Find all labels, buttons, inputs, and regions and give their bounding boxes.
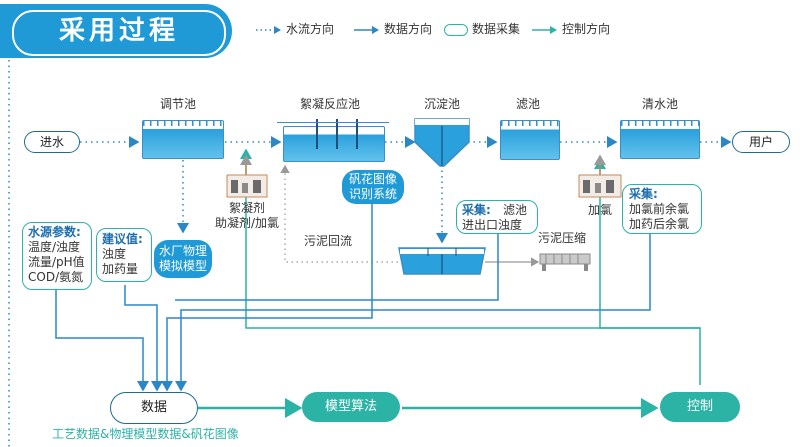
collect-filter-label: 采集: <box>462 203 491 217</box>
water-source-line3: COD/氨氮 <box>28 270 84 284</box>
legend: 水流方向 数据方向 数据采集 控制方向 <box>256 22 636 38</box>
sludge-return-label: 污泥回流 <box>304 234 353 248</box>
legend-data-flow-label: 数据方向 <box>384 22 433 36</box>
collect-filter-line1: 滤池 <box>503 203 528 217</box>
water-source-box: 水源参数: 温度/浊度 流量/pH值 COD/氨氮 <box>22 222 92 290</box>
regulating-tank <box>142 120 224 159</box>
regulating-tank-label: 调节池 <box>160 97 197 111</box>
plant-model-line1: 水厂物理 <box>158 244 207 258</box>
clear-water-tank-label: 清水池 <box>642 97 679 111</box>
bottom-caption: 工艺数据&物理模型数据&矾花图像 <box>52 427 239 441</box>
sludge-tank <box>398 247 486 275</box>
chlorine-label: 加氯 <box>587 203 612 217</box>
legend-data-collect-icon <box>444 24 468 36</box>
sedimentation-tank <box>414 118 470 167</box>
legend-data-flow-icon <box>354 26 379 34</box>
collect-filter-line2: 进出口浊度 <box>462 218 523 232</box>
plant-model-pill: 水厂物理 模拟模型 <box>154 240 212 278</box>
plant-model-line2: 模拟模型 <box>158 259 207 273</box>
suggest-box: 建议值: 浊度 加药量 <box>96 228 152 282</box>
collect-chlorine-line2: 加药后余氯 <box>629 217 690 231</box>
user-pill: 用户 <box>732 131 790 153</box>
sludge-press-label: 污泥压缩 <box>538 231 587 245</box>
suggest-line1: 浊度 <box>102 247 127 261</box>
data-lines <box>55 204 651 392</box>
floc-image-line1: 矾花图像 <box>348 172 397 186</box>
coagulant-label-1: 絮凝剂 <box>228 201 265 215</box>
flocculation-tank-label: 絮凝反应池 <box>300 97 361 111</box>
suggest-line2: 加药量 <box>102 262 139 276</box>
legend-water-flow-label: 水流方向 <box>286 22 335 36</box>
coagulant-label-2: 助凝剂/加氯 <box>214 216 280 230</box>
inlet-pill: 进水 <box>24 131 80 153</box>
legend-water-flow-icon <box>256 26 281 34</box>
clear-water-tank <box>620 120 700 159</box>
filter-tank <box>500 120 560 160</box>
legend-control-label: 控制方向 <box>562 22 611 36</box>
flocculation-tank <box>283 119 385 162</box>
sludge-press-icon <box>539 253 591 271</box>
water-flow-lines <box>80 136 732 244</box>
floc-image-line2: 识别系统 <box>348 187 397 201</box>
legend-control-icon <box>532 26 557 34</box>
control-node: 控制 <box>660 392 740 422</box>
chlorine-dosing-icon <box>578 174 622 198</box>
collect-chlorine-box: 采集: 加氯前余氯 加药后余氯 <box>622 184 702 234</box>
legend-data-collect-label: 数据采集 <box>472 22 521 36</box>
data-node: 数据 <box>110 392 198 424</box>
title-banner-inner <box>12 10 226 56</box>
suggest-label: 建议值: <box>102 232 143 246</box>
coagulant-dosing-icon <box>226 174 268 198</box>
collect-chlorine-label: 采集: <box>629 187 658 201</box>
collect-filter-box: 采集: 滤池 进出口浊度 <box>456 200 538 234</box>
floc-image-system: 矾花图像 识别系统 <box>342 170 404 204</box>
page-title: 采用过程 <box>58 16 179 46</box>
title-banner <box>0 4 232 58</box>
water-source-label: 水源参数: <box>28 225 81 239</box>
water-source-line1: 温度/浊度 <box>28 240 81 254</box>
flocculation-tank-rim <box>277 122 389 127</box>
water-source-line2: 流量/pH值 <box>28 255 85 269</box>
collect-chlorine-line1: 加氯前余氯 <box>629 202 690 216</box>
sedimentation-tank-label: 沉淀池 <box>424 97 461 111</box>
model-algorithm-node: 模型算法 <box>302 392 400 422</box>
filter-tank-label: 滤池 <box>516 97 541 111</box>
